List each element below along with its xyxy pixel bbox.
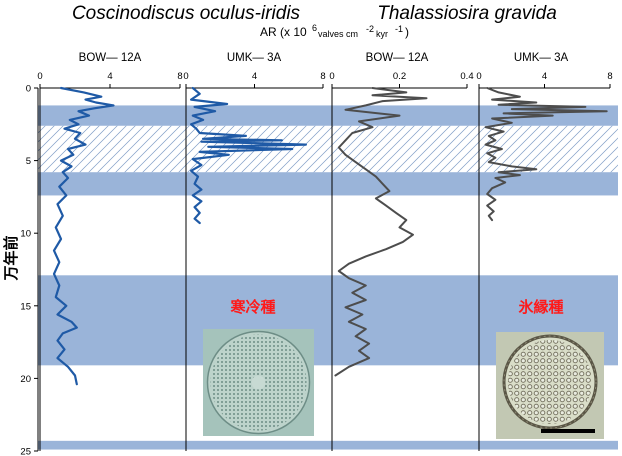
annotation-ice-edge-species: 氷縁種	[518, 298, 563, 316]
hatched-interval-1	[38, 125, 618, 173]
unit-label-kyr: kyr	[376, 29, 388, 39]
diatom-valve-pores-2	[508, 340, 592, 424]
panel-4-x-tick-label-0: 0	[476, 71, 481, 82]
unit-label-valves: valves cm	[318, 29, 358, 39]
panel-3-x-tick-label-2: 0.4	[460, 71, 473, 82]
annotations: 寒冷種 氷縁種	[230, 298, 563, 316]
diatom-valve-rim	[503, 335, 597, 429]
panel-2-x-tick-label-2: 8	[320, 71, 325, 82]
unit-label-close: )	[405, 25, 409, 39]
unit-label: AR (x 10 6 valves cm -2 kyr -1 )	[260, 23, 409, 39]
core-label-panel-3: BOW— 12A	[366, 52, 429, 64]
age-tick-label-0: 0	[26, 84, 31, 95]
annotation-cold-species: 寒冷種	[230, 298, 275, 316]
core-label-panel-4: UMK— 3A	[514, 52, 569, 64]
series-line-panel-3	[334, 87, 428, 377]
panel-1-x-tick-label-0: 0	[37, 71, 42, 82]
age-tick-label-10: 10	[20, 229, 31, 240]
core-label-panel-2: UMK— 3A	[227, 52, 282, 64]
series-line-panel-2	[190, 86, 307, 225]
age-tick-label-20: 20	[20, 374, 31, 385]
panel-1-x-tick-label-2: 8	[177, 71, 182, 82]
data-lines	[52, 86, 608, 386]
core-label-panel-1: BOW— 12A	[79, 52, 142, 64]
coscinodiscus-micrograph	[203, 329, 314, 436]
panel-2-x-tick-label-1: 4	[252, 71, 257, 82]
species-title-thalassiosira: Thalassiosira gravida	[377, 3, 557, 24]
age-tick-label-15: 15	[20, 301, 31, 312]
shaded-interval-1	[38, 105, 618, 126]
shaded-interval-2	[38, 172, 618, 196]
y-axis-label: 万年前	[2, 235, 20, 281]
age-tick-label-25: 25	[20, 447, 31, 456]
age-tick-label-5: 5	[26, 156, 31, 167]
panel-4-x-tick-label-1: 4	[542, 71, 547, 82]
unit-label-exp3: -1	[395, 24, 403, 34]
unit-label-exp1: 6	[312, 23, 317, 33]
scale-bar	[541, 429, 595, 433]
panel-3-x-tick-label-1: 0.2	[393, 71, 406, 82]
panel-2-x-tick-label-0: 0	[183, 71, 188, 82]
panel-1-x-tick-label-1: 4	[107, 71, 112, 82]
panel-4-x-tick-label-2: 8	[607, 71, 612, 82]
shaded-interval-4	[38, 440, 618, 450]
thalassiosira-micrograph	[496, 332, 604, 439]
diatom-valve-center	[251, 375, 266, 390]
series-line-panel-1	[52, 86, 115, 386]
unit-label-exp2: -2	[366, 24, 374, 34]
unit-label-ar: AR (x 10	[260, 25, 307, 39]
species-title-coscinodiscus: Coscinodiscus oculus-iridis	[72, 3, 301, 24]
series-line-panel-4	[484, 87, 608, 222]
panel-3-x-tick-label-0: 0	[329, 71, 334, 82]
